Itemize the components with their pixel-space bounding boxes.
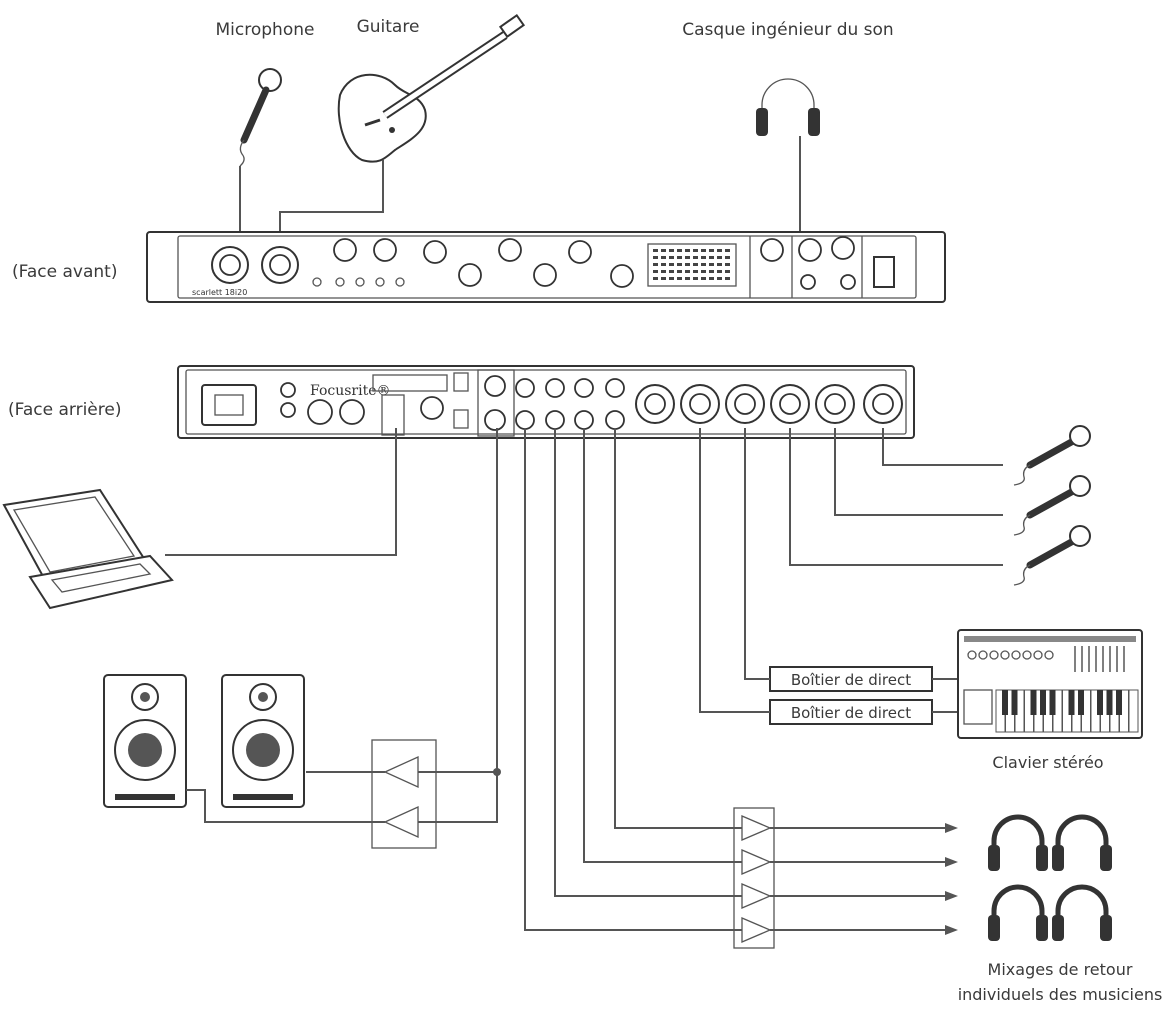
- headphones-icon: [988, 884, 1048, 941]
- microphone-label: Microphone: [216, 20, 315, 40]
- microphone-icon: [1013, 425, 1091, 486]
- di-box-1-label: Boîtier de direct: [791, 671, 911, 689]
- jack-icon: [574, 378, 594, 398]
- front-brand-text: scarlett 18i20: [192, 288, 247, 297]
- jack-icon: [605, 410, 625, 430]
- knob-icon: [373, 238, 397, 262]
- keyboard-label: Clavier stéréo: [992, 753, 1103, 772]
- knob-icon: [533, 263, 557, 287]
- knob-icon: [458, 263, 482, 287]
- microphone-icon: [1013, 475, 1091, 536]
- microphone-icon: [1013, 525, 1091, 586]
- headphones-icon: [988, 814, 1048, 871]
- front-knobs: [312, 238, 634, 288]
- knob-icon: [610, 264, 634, 288]
- jack-icon: [515, 378, 535, 398]
- headphones-icon: [1052, 884, 1112, 941]
- rear-panel-label: (Face arrière): [8, 400, 121, 420]
- knob-icon: [333, 238, 357, 262]
- jack-icon: [545, 378, 565, 398]
- di-box-2-label: Boîtier de direct: [791, 704, 911, 722]
- laptop-icon: [2, 488, 174, 610]
- knob-icon: [423, 240, 447, 264]
- guitar-label: Guitare: [357, 17, 420, 37]
- guitar-icon: [337, 13, 526, 163]
- rear-jacks: [515, 378, 903, 430]
- speaker-icon: [221, 674, 305, 808]
- keyboard-icon: [957, 629, 1143, 739]
- di-box-2: [769, 699, 933, 725]
- amplifier-icon: [371, 739, 437, 849]
- power-switch: [873, 256, 895, 288]
- front-meters: [647, 243, 737, 287]
- headphones-icon: [1052, 814, 1112, 871]
- knob-icon: [498, 238, 522, 262]
- headphones-icon: [756, 78, 820, 136]
- musicians-label-line2: individuels des musiciens: [958, 985, 1163, 1004]
- jack-icon: [545, 410, 565, 430]
- knob-icon: [568, 240, 592, 264]
- rear-brand-text: Focusrite®: [310, 383, 391, 399]
- jack-icon: [605, 378, 625, 398]
- jack-icon: [574, 410, 594, 430]
- front-panel-label: (Face avant): [12, 262, 117, 282]
- microphone-icon: [239, 68, 282, 167]
- rear-panel: Focusrite®: [177, 365, 915, 439]
- musicians-label-line1: Mixages de retour: [988, 960, 1133, 979]
- jack-icon: [515, 410, 535, 430]
- speaker-icon: [103, 674, 187, 808]
- engineer-headphones-label: Casque ingénieur du son: [682, 20, 893, 40]
